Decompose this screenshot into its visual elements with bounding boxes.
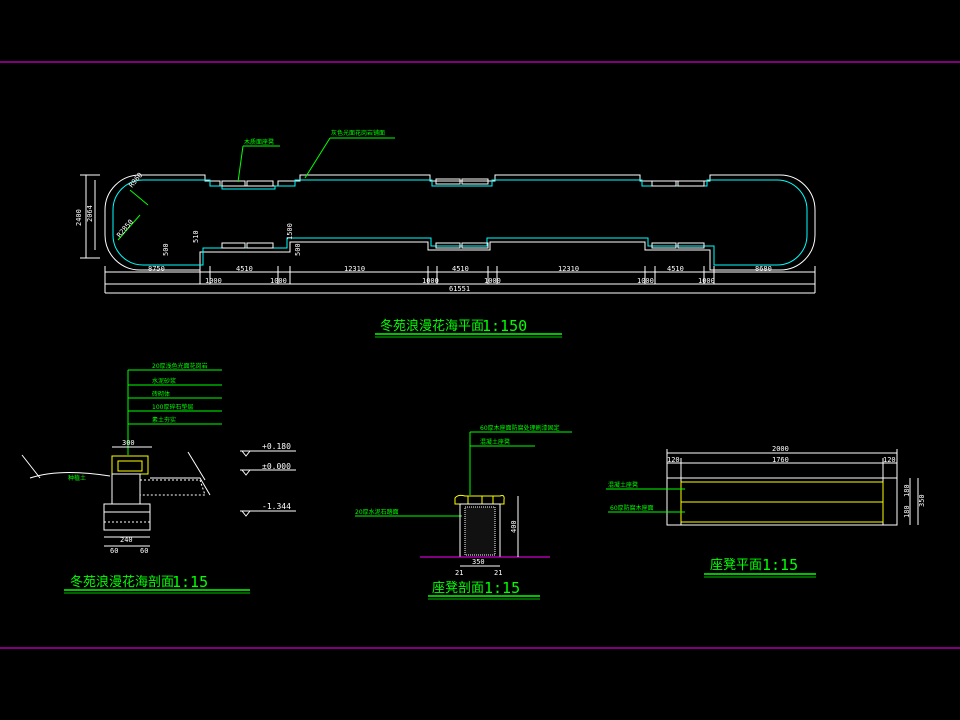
plan-bench-title: 座凳平面 [710, 557, 762, 573]
section-bottom-60a: 60 [110, 547, 118, 555]
flowerbed-plan: 木质面座凳 灰色光面花岗岩铺面 R960 R2850 2400 2064 500… [75, 129, 816, 294]
bench-top-1b [246, 180, 274, 187]
dim-small-right-a: 1500 [286, 223, 294, 240]
elevation-marks: +0.180 ±0.000 -1.344 [240, 442, 296, 517]
dim-gap-4: 1000 [484, 277, 501, 285]
bench-top-1a [221, 180, 246, 187]
section-bench-title: 座凳剖面 [432, 580, 484, 596]
bench-plan-outer [666, 477, 898, 526]
section-flowerbed-scale: 1:15 [172, 573, 208, 591]
bench-width: 350 [472, 558, 485, 566]
bench-top-3b [677, 180, 705, 187]
bench-bottom-2b [461, 242, 489, 249]
layer-label-1: 20厚浅色光面花岗岩 [152, 362, 208, 370]
dim-seg-4: 4510 [452, 265, 469, 273]
layer-label-2: 水泥砂浆 [152, 377, 176, 385]
bench-plan-side-b: 180 [903, 505, 911, 518]
dim-height-inner: 2064 [86, 205, 94, 222]
ground-line-left [29, 471, 111, 479]
soil-label: 种植土 [68, 474, 86, 482]
dim-small-left-b: 510 [192, 230, 200, 243]
radius-inner-label: R2850 [115, 218, 135, 239]
dim-small-right-b: 500 [294, 243, 302, 256]
ground-line-right [150, 477, 211, 496]
callout-bench-leader [237, 145, 244, 183]
bench-top-3a [651, 180, 677, 187]
elev-3: -1.344 [262, 502, 291, 511]
bench-plan-edge-left: 120 [667, 456, 680, 464]
bench-edge-right: 21 [494, 569, 502, 577]
layer-label-4: 100厚碎石垫层 [152, 403, 193, 411]
bench-plan-inner: 1760 [772, 456, 789, 464]
bench-plan-note-1: 混凝土座凳 [608, 481, 638, 489]
dim-overall: 61551 [449, 285, 470, 293]
bench-section: 60厚木座面防腐处理刷漆固定 混凝土座凳 20厚水泥石踏面 400 350 21… [355, 424, 572, 600]
bench-note-side: 20厚水泥石踏面 [355, 508, 399, 516]
dim-height-outer: 2400 [75, 209, 83, 226]
bench-height: 400 [510, 520, 518, 533]
dim-seg-5: 12310 [558, 265, 579, 273]
plan-inner-outline [112, 179, 808, 266]
dim-seg-3: 12310 [344, 265, 365, 273]
bench-bottom-3a [651, 242, 677, 249]
callout-bench-text: 木质面座凳 [244, 138, 274, 146]
bench-bottom-1b [246, 242, 274, 249]
bench-bottom-1a [221, 242, 246, 249]
callout-edge-leader [304, 137, 331, 179]
bench-plan-edge-right: 120 [883, 456, 896, 464]
section-top-width: 300 [122, 439, 135, 447]
elev-1: +0.180 [262, 442, 291, 451]
plan-outer-outline [104, 174, 816, 271]
layer-label-5: 素土夯实 [152, 416, 176, 424]
dim-chain-ticks [104, 266, 816, 293]
dim-seg-1: 8750 [148, 265, 165, 273]
bench-plan-side-a: 180 [903, 484, 911, 497]
radius-leader-b [117, 214, 141, 241]
plan-title-scale: 1:150 [482, 317, 527, 335]
plan-title-block: 冬苑浪漫花海平面 1:150 [375, 317, 562, 338]
radius-leader-a [129, 189, 149, 206]
section-bottom-60b: 60 [140, 547, 148, 555]
dim-gap-2: 1000 [270, 277, 287, 285]
dim-seg-6: 4510 [667, 265, 684, 273]
bench-bottom-3b [677, 242, 705, 249]
bench-plan: 2000 1760 120 120 混凝土座凳 60厚防腐木座面 180 180… [606, 445, 926, 578]
bench-plan-note-2: 60厚防腐木座面 [610, 504, 654, 512]
section-flowerbed-title: 冬苑浪漫花海剖面 [70, 574, 174, 590]
bench-plan-side-total: 350 [918, 494, 926, 507]
gravel-fill [139, 479, 206, 496]
bench-bottom-2a [435, 242, 461, 249]
bench-top-2a [435, 178, 461, 185]
dim-gap-3: 1000 [422, 277, 439, 285]
wall-footing [103, 503, 151, 531]
plan-bench-scale: 1:15 [762, 556, 798, 574]
plan-title: 冬苑浪漫花海平面 [380, 318, 484, 334]
layer-label-3: 砖砌体 [152, 390, 170, 398]
section-bottom-240: 240 [120, 536, 133, 544]
bench-note-top2: 混凝土座凳 [480, 438, 510, 446]
dim-gap-5: 1000 [637, 277, 654, 285]
bench-note-top: 60厚木座面防腐处理刷漆固定 [480, 424, 560, 432]
callout-edge-text: 灰色光面花岗岩铺面 [331, 129, 385, 137]
dim-gap-1: 1000 [205, 277, 222, 285]
bench-core [464, 506, 496, 556]
bench-plan-overall: 2000 [772, 445, 789, 453]
wall-body [111, 473, 141, 505]
flowerbed-section: 20厚浅色光面花岗岩 水泥砂浆 砖砌体 100厚碎石垫层 素土夯实 300 种植… [21, 362, 296, 594]
bench-seat-top [454, 494, 505, 505]
dim-gap-6: 1000 [698, 277, 715, 285]
section-bench-scale: 1:15 [484, 579, 520, 597]
elev-2: ±0.000 [262, 462, 291, 471]
bench-edge-left: 21 [455, 569, 463, 577]
dim-seg-7: 8680 [755, 265, 772, 273]
dim-small-left-a: 500 [162, 243, 170, 256]
wall-cap-inner [117, 460, 143, 472]
bench-top-2b [461, 178, 489, 185]
dim-seg-2: 4510 [236, 265, 253, 273]
